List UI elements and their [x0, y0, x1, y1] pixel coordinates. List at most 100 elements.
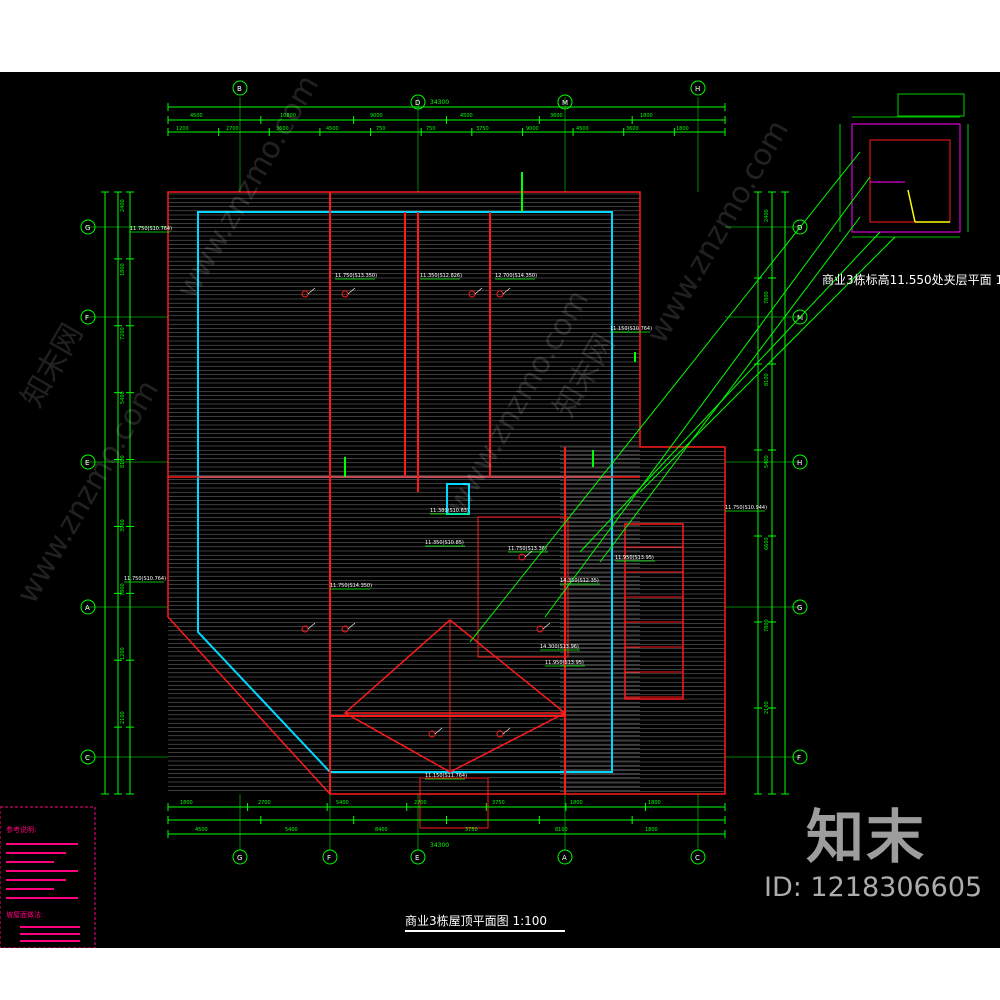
dimension-text: 4500: [190, 113, 203, 119]
axis-bubble: [690, 80, 706, 96]
drain-arrow: [307, 287, 316, 295]
dimension-text: 9000: [370, 113, 383, 119]
elevation-label: 11.750(S10.764): [130, 226, 172, 232]
axis-bubble: [80, 599, 96, 615]
drain-arrow: [434, 727, 443, 735]
dimension-text: 6600: [764, 537, 770, 550]
dimension-text: 7800: [764, 619, 770, 632]
leader-line: [599, 216, 861, 563]
elevation-label: 11.750(S10.944): [725, 505, 767, 511]
axis-label: G: [237, 854, 242, 862]
axis-label: H: [695, 85, 700, 93]
skylight-box: [624, 523, 684, 700]
roof-plan-title: 商业3栋屋顶平面图 1:100: [405, 912, 565, 932]
detail-plan: [839, 93, 969, 238]
legend-heading: 参考说明:: [6, 825, 36, 834]
dimension-text: 1200: [176, 126, 189, 132]
leader-line: [469, 151, 861, 643]
elevation-label: 11.350(S12.826): [420, 273, 462, 279]
dimension-text: 3600: [276, 126, 289, 132]
hip-roof: [343, 619, 567, 773]
elevation-label: 11.950(S13.95): [545, 660, 584, 666]
axis-bubble: [410, 849, 426, 865]
dimension-text: 4500: [576, 126, 589, 132]
roof-drain: [428, 730, 436, 738]
plan-labels: 11.750(S10.764) 11.750(S13.350) 11.350(S12…: [124, 226, 767, 780]
elevation-label: 11.350(S10.85): [425, 540, 464, 546]
roof-drain: [496, 290, 504, 298]
drain-arrow: [502, 287, 511, 295]
elevation-label: 12.700(S14.350): [495, 273, 537, 279]
elevation-label: 11.150(S10.764): [610, 326, 652, 332]
axis-bubble: [322, 849, 338, 865]
axis-label: C: [695, 854, 700, 862]
roof-structure: [167, 172, 726, 829]
dimension-text: 5400: [285, 827, 298, 833]
drain-arrow: [347, 287, 356, 295]
dimension-text: 4500: [326, 126, 339, 132]
axis-bubble: [792, 454, 808, 470]
detail-stair: [907, 189, 916, 223]
dimension-text: 5400: [336, 800, 349, 806]
drain-arrow: [307, 622, 316, 630]
dimension-text: 2700: [414, 800, 427, 806]
axis-bubble: [792, 219, 808, 235]
elevation-label: 14.300(S13.96): [540, 644, 579, 650]
stair-box: [477, 516, 569, 658]
drain-arrow: [524, 550, 533, 558]
elevation-label: 11.750(S14.350): [330, 583, 372, 589]
dimension-text: 2400: [120, 199, 126, 212]
dimension-text: 1800: [648, 800, 661, 806]
dimension-text: 3750: [465, 827, 478, 833]
dimension-text: 2400: [764, 209, 770, 222]
notes-legend: 参考说明: 坡屋面做法:: [0, 806, 96, 948]
elevation-label: 11.380(S10.63): [430, 508, 469, 514]
elevation-label: 11.750(S13.350): [335, 273, 377, 279]
roof-drain: [468, 290, 476, 298]
dimension-text: 5400: [120, 391, 126, 404]
axis-label: E: [415, 854, 419, 862]
axis-label: F: [85, 314, 89, 322]
dimension-text: 750: [376, 126, 386, 132]
dimension-text: 3750: [492, 800, 505, 806]
dimension-text: 3900: [120, 519, 126, 532]
axis-bubble: [80, 454, 96, 470]
dimension-text: 750: [426, 126, 436, 132]
dimension-text: 8100: [120, 455, 126, 468]
dimension-text: 1200: [120, 647, 126, 660]
detail-plan-title: 商业3栋标高11.550处夹层平面 1: [822, 273, 1000, 287]
detail-leader-lines: [469, 151, 896, 643]
leader-line: [639, 236, 896, 493]
axis-bubble: [792, 749, 808, 765]
dimension-text: 1800: [180, 800, 193, 806]
entry-box: [419, 777, 489, 829]
roof-drain: [341, 625, 349, 633]
axis-label: C: [85, 754, 90, 762]
roof-drain: [518, 553, 526, 561]
legend-heading: 坡屋面做法:: [6, 910, 43, 919]
drain-arrow: [474, 287, 483, 295]
axis-bubble: [792, 309, 808, 325]
dimension-text: 1800: [645, 827, 658, 833]
dimension-text: 8100: [764, 373, 770, 386]
elevation-label: 11.750(S13.36): [508, 546, 547, 552]
parapet-line: [197, 211, 613, 773]
dimension-text: 3600: [550, 113, 563, 119]
brand-logo: 知末: [806, 803, 927, 871]
leader-line: [579, 231, 881, 553]
axis-bubble: [410, 94, 426, 110]
dimension-text: 2100: [764, 701, 770, 714]
elevation-label: 11.950(S13.95): [615, 555, 654, 561]
roof-drain: [301, 625, 309, 633]
axis-bubble: [792, 599, 808, 615]
roof-drain: [536, 625, 544, 633]
dimension-text: 9000: [526, 126, 539, 132]
roof-drain: [341, 290, 349, 298]
axis-bubble: [232, 80, 248, 96]
axis-bubble: [557, 849, 573, 865]
dimension-text: 3600: [626, 126, 639, 132]
legend-border: [0, 806, 96, 948]
